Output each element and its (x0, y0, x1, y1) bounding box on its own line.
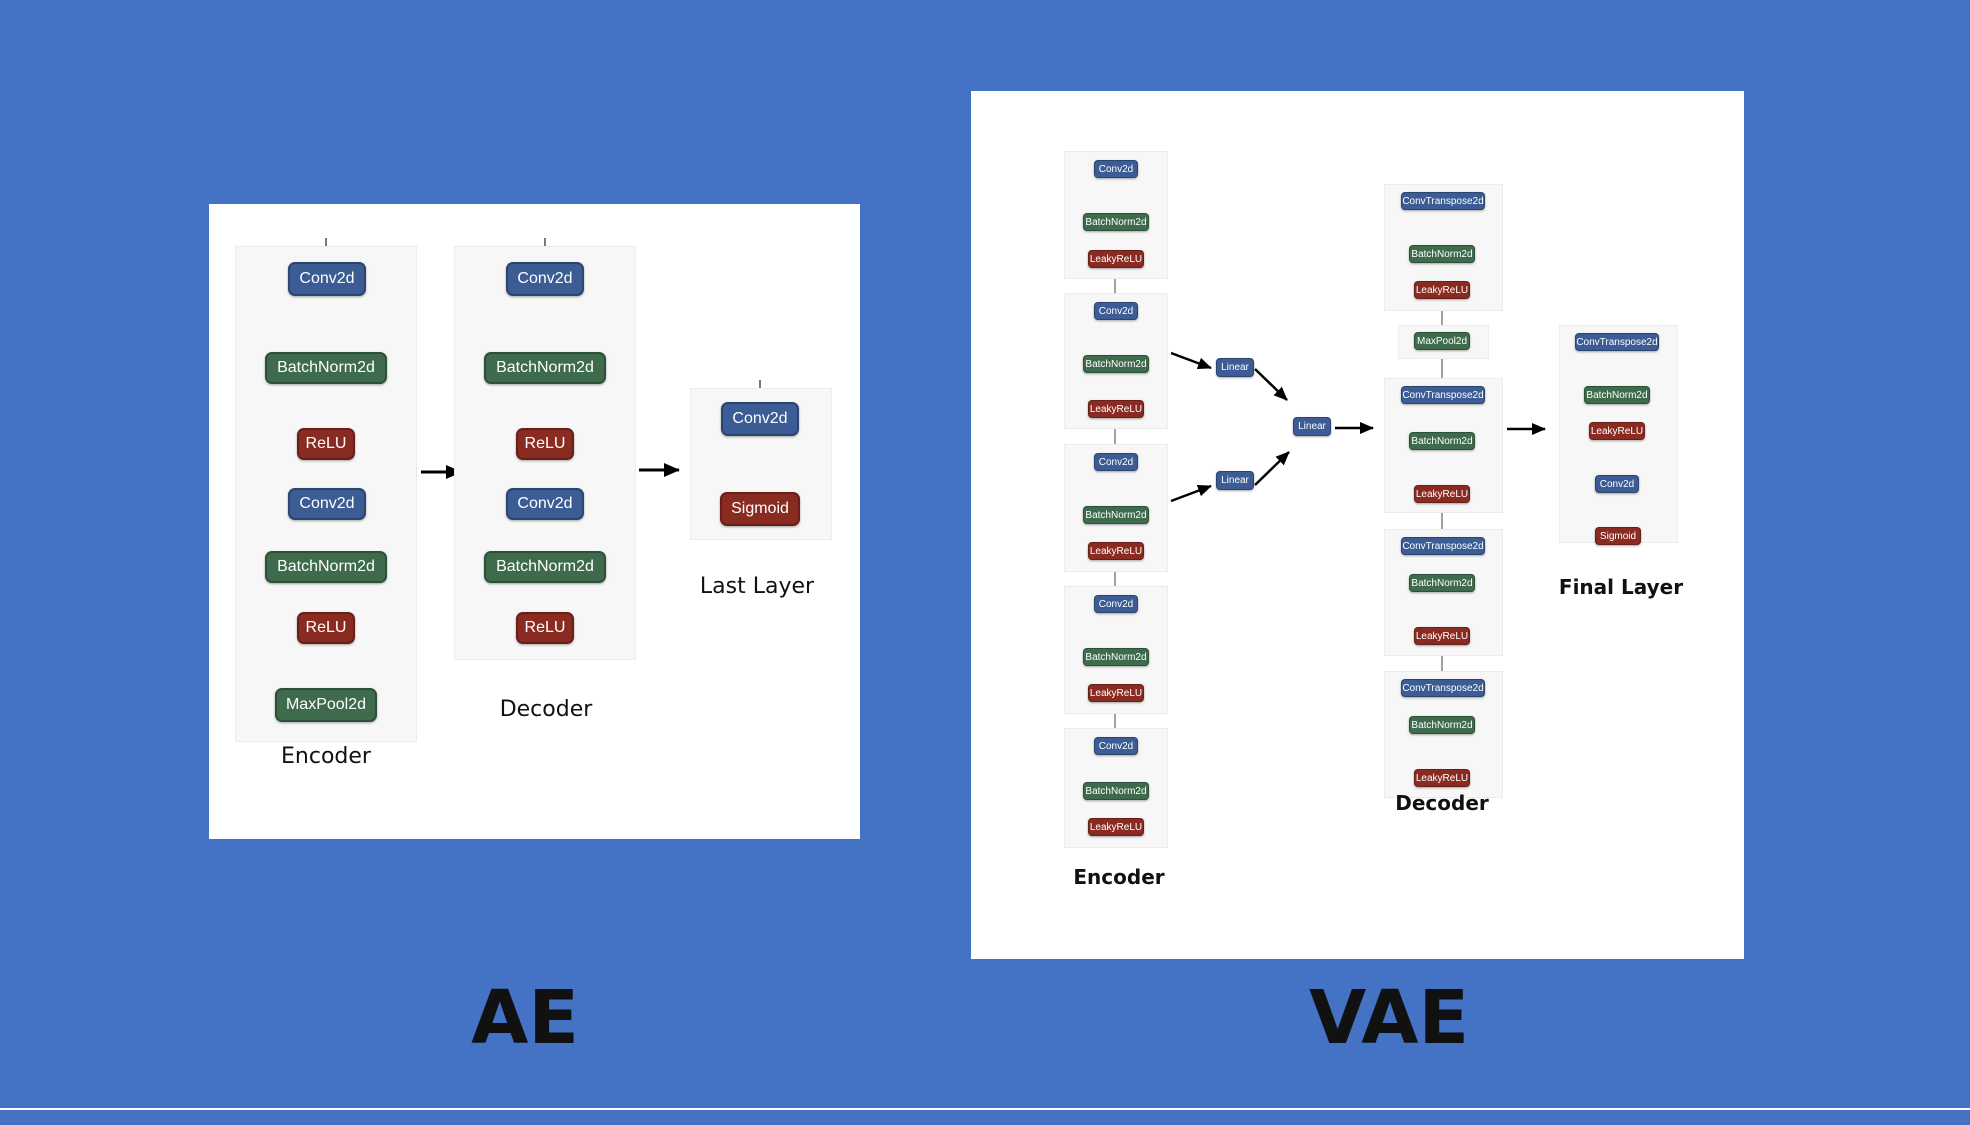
vae-encoder-layer-leakyrelu: LeakyReLU (1088, 400, 1144, 418)
vae-encoder-layer-conv2d: Conv2d (1094, 737, 1138, 755)
ae-last-layer-conv2d: Conv2d (721, 402, 799, 436)
ae-last-layer-caption: Last Layer (699, 574, 815, 599)
vae-decoder-layer-batchnorm2d: BatchNorm2d (1409, 432, 1475, 450)
vae-encoder-layer-batchnorm2d: BatchNorm2d (1083, 355, 1149, 373)
ae-encoder-layer-maxpool2d: MaxPool2d (275, 688, 377, 722)
vae-encoder-layer-conv2d: Conv2d (1094, 453, 1138, 471)
ae-encoder-layer-batchnorm2d: BatchNorm2d (265, 352, 387, 384)
vae-encoder-layer-conv2d: Conv2d (1094, 302, 1138, 320)
ae-decoder-layer-batchnorm2d: BatchNorm2d (484, 352, 606, 384)
ae-last-layer-sigmoid: Sigmoid (720, 492, 800, 526)
ae-encoder-layer-batchnorm2d: BatchNorm2d (265, 551, 387, 583)
vae-encoder-caption: Encoder (1073, 865, 1165, 889)
vae-encoder-layer-batchnorm2d: BatchNorm2d (1083, 506, 1149, 524)
ae-encoder-layer-relu: ReLU (297, 428, 355, 460)
ae-decoder-layer-conv2d: Conv2d (506, 488, 584, 520)
vae-final-layer-conv2d: Conv2d (1595, 475, 1639, 493)
vae-encoder-layer-conv2d: Conv2d (1094, 160, 1138, 178)
ae-decoder-caption: Decoder (499, 697, 593, 722)
vae-linear-logvar: Linear (1216, 471, 1254, 490)
vae-diagram-panel: Conv2d BatchNorm2d LeakyReLU Conv2d Batc… (971, 91, 1744, 959)
vae-title: VAE (1308, 975, 1470, 1061)
vae-decoder-layer-leakyrelu: LeakyReLU (1414, 485, 1470, 503)
vae-decoder-layer-maxpool2d: MaxPool2d (1414, 332, 1470, 350)
ae-decoder-layer-relu: ReLU (516, 612, 574, 644)
vae-final-layer-convtranspose2d: ConvTranspose2d (1575, 333, 1659, 351)
ae-decoder-layer-relu: ReLU (516, 428, 574, 460)
vae-encoder-layer-conv2d: Conv2d (1094, 595, 1138, 613)
vae-final-layer-sigmoid: Sigmoid (1595, 527, 1641, 545)
vae-encoder-layer-leakyrelu: LeakyReLU (1088, 818, 1144, 836)
ae-decoder-layer-batchnorm2d: BatchNorm2d (484, 551, 606, 583)
vae-decoder-layer-leakyrelu: LeakyReLU (1414, 281, 1470, 299)
vae-encoder-layer-batchnorm2d: BatchNorm2d (1083, 782, 1149, 800)
vae-final-layer-caption: Final Layer (1558, 575, 1684, 599)
vae-linear-mu: Linear (1216, 358, 1254, 377)
vae-decoder-layer-convtranspose2d: ConvTranspose2d (1401, 192, 1485, 210)
vae-final-layer-leakyrelu: LeakyReLU (1589, 422, 1645, 440)
vae-encoder-layer-batchnorm2d: BatchNorm2d (1083, 213, 1149, 231)
ae-diagram-panel: Conv2d BatchNorm2d ReLU Conv2d BatchNorm… (209, 204, 860, 839)
vae-decoder-layer-leakyrelu: LeakyReLU (1414, 627, 1470, 645)
ae-encoder-layer-relu: ReLU (297, 612, 355, 644)
ae-title: AE (471, 975, 579, 1061)
vae-decoder-layer-batchnorm2d: BatchNorm2d (1409, 716, 1475, 734)
ae-encoder-caption: Encoder (281, 744, 371, 769)
vae-decoder-caption: Decoder (1395, 791, 1489, 815)
vae-encoder-layer-leakyrelu: LeakyReLU (1088, 542, 1144, 560)
ae-encoder-layer-conv2d: Conv2d (288, 488, 366, 520)
vae-encoder-layer-leakyrelu: LeakyReLU (1088, 250, 1144, 268)
vae-decoder-layer-convtranspose2d: ConvTranspose2d (1401, 679, 1485, 697)
vae-decoder-layer-convtranspose2d: ConvTranspose2d (1401, 386, 1485, 404)
ae-decoder-layer-conv2d: Conv2d (506, 262, 584, 296)
vae-linear-decoder-input: Linear (1293, 417, 1331, 436)
vae-decoder-layer-batchnorm2d: BatchNorm2d (1409, 245, 1475, 263)
ae-encoder-layer-conv2d: Conv2d (288, 262, 366, 296)
vae-encoder-layer-leakyrelu: LeakyReLU (1088, 684, 1144, 702)
vae-decoder-layer-leakyrelu: LeakyReLU (1414, 769, 1470, 787)
vae-decoder-layer-batchnorm2d: BatchNorm2d (1409, 574, 1475, 592)
vae-decoder-layer-convtranspose2d: ConvTranspose2d (1401, 537, 1485, 555)
vae-encoder-layer-batchnorm2d: BatchNorm2d (1083, 648, 1149, 666)
vae-final-layer-batchnorm2d: BatchNorm2d (1584, 386, 1650, 404)
